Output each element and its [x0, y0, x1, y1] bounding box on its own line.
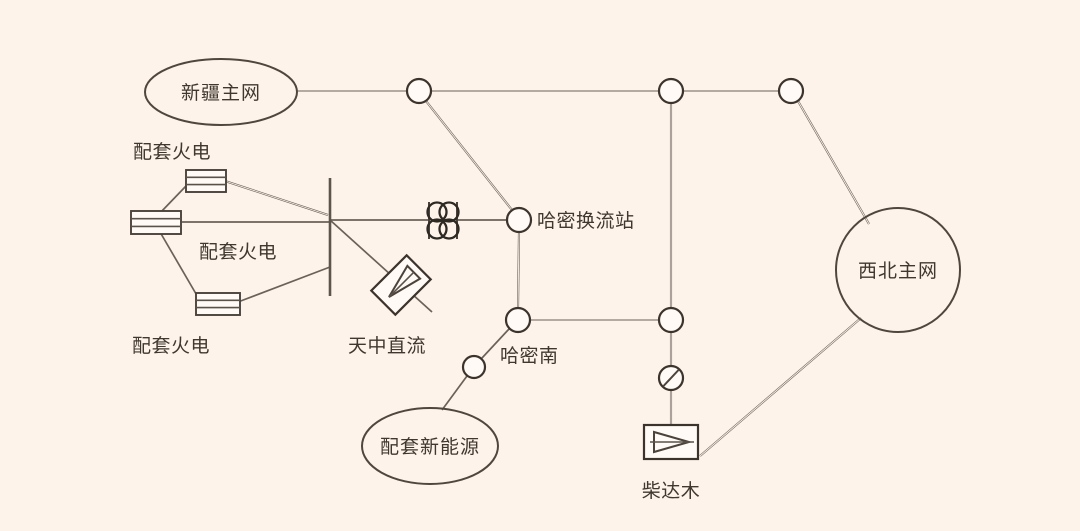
hami-converter-station-label: 哈密换流站	[537, 210, 635, 232]
thermal-plant-bottom-label: 配套火电	[132, 335, 210, 357]
tianzhong-dc-valve-line	[388, 271, 415, 298]
link-thermal-top-to-busbar	[224, 180, 329, 216]
link-thermal-mid-to-thermal-top	[159, 185, 187, 214]
node-north-west[interactable]	[405, 77, 433, 105]
link-node-ne-to-northwest-grid	[797, 100, 870, 225]
northwest-main-grid-circle	[835, 207, 961, 333]
link-thermal-bottom-to-busbar	[237, 266, 331, 303]
link-node-nw-to-hami-converter	[425, 100, 513, 211]
qaidam-label: 柴达木	[642, 480, 701, 502]
thermal-plant-bottom[interactable]: 配套火电	[132, 292, 241, 357]
supporting-new-energy-label: 配套新能源	[380, 436, 480, 458]
tianzhong-dc[interactable]: 天中直流	[348, 253, 433, 357]
northwest-main-grid-label: 西北主网	[858, 260, 938, 282]
thermal-plants-group: 配套火电 配套火电 配套火电	[130, 141, 277, 357]
link-tap-to-new-energy	[441, 375, 468, 411]
thermal-plant-middle-label: 配套火电	[199, 241, 277, 263]
supporting-new-energy-ellipse	[361, 407, 499, 485]
thermal-plant-top-box	[185, 169, 227, 193]
xinjiang-main-grid-ellipse	[144, 58, 298, 126]
node-new-energy-tap[interactable]	[461, 354, 487, 380]
junction-nodes-group	[405, 77, 805, 380]
feeder-lines-group	[159, 185, 510, 411]
transformer-winding-bl	[426, 218, 448, 240]
thermal-plant-top-label: 配套火电	[133, 141, 211, 163]
transformer-bank[interactable]	[426, 201, 460, 240]
transformer-winding-tr	[438, 201, 460, 223]
thermal-plant-middle[interactable]: 配套火电	[130, 210, 277, 263]
reactor[interactable]	[657, 364, 685, 392]
link-thermal-mid-to-thermal-bottom	[159, 231, 200, 300]
transformer-winding-br	[438, 218, 460, 240]
xinjiang-main-grid-label: 新疆主网	[181, 82, 261, 104]
node-north-east[interactable]	[777, 77, 805, 105]
transmission-lines-group	[224, 89, 870, 457]
link-hami-converter-to-hami-south	[516, 231, 521, 309]
link-qaidam-to-northwest-grid	[699, 317, 862, 457]
node-north-mid[interactable]	[657, 77, 685, 105]
link-busbar-to-tianzhong-dc	[329, 219, 433, 313]
transformer-winding-tl	[426, 201, 448, 223]
thermal-plant-middle-box	[130, 210, 182, 235]
region-northwest-main-grid[interactable]: 西北主网	[835, 207, 961, 333]
region-supporting-new-energy[interactable]: 配套新能源	[361, 407, 499, 485]
region-xinjiang-main-grid[interactable]: 新疆主网	[144, 58, 298, 126]
hami-south-node	[504, 306, 532, 334]
node-south-mid[interactable]	[657, 306, 685, 334]
tianzhong-dc-label: 天中直流	[348, 335, 426, 357]
regions-group: 新疆主网 配套新能源 西北主网	[144, 58, 961, 485]
thermal-plant-top[interactable]: 配套火电	[133, 141, 227, 193]
tianzhong-dc-valve-triangle	[388, 264, 422, 298]
hami-converter-station[interactable]: 哈密换流站	[505, 206, 635, 234]
hami-south[interactable]: 哈密南	[500, 306, 559, 367]
reactor-slash	[662, 369, 680, 387]
qaidam[interactable]: 柴达木	[642, 423, 701, 502]
hami-converter-station-node	[505, 206, 533, 234]
link-hami-south-to-tap	[481, 328, 510, 359]
hami-south-label: 哈密南	[500, 345, 559, 367]
stations-group: 哈密换流站 哈密南	[500, 206, 635, 367]
thermal-plant-bottom-box	[195, 292, 241, 316]
